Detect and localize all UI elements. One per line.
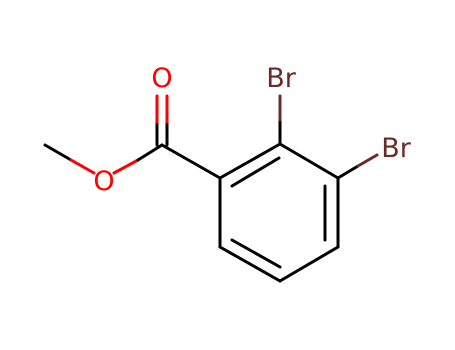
bromine-2-label: Br — [266, 63, 297, 94]
ring-bond-c1-c2 — [218, 142, 282, 180]
ring-bond-c2-c3 — [278, 142, 340, 180]
ester-oxygen-label: O — [93, 166, 114, 197]
ring-inner-bond-c1-c2 — [230, 156, 281, 188]
ring-bond-c4-c5 — [278, 245, 340, 283]
bond-ring-bromine-3-black — [336, 164, 360, 180]
bromine-3-label: Br — [381, 133, 412, 164]
bond-oxygen-carbonyl-black — [136, 143, 164, 162]
bond-carbonyl-ring — [160, 143, 222, 180]
bond-oxygen-carbonyl-red — [112, 158, 140, 175]
ring-inner-bond-c5-c6 — [230, 238, 282, 269]
bond-ring-bromine-3-brown — [356, 153, 379, 168]
bond-methyl-oxygen-black — [43, 143, 73, 162]
ring-bond-c5-c6 — [218, 245, 282, 283]
bond-methyl-oxygen-red — [69, 158, 96, 175]
carbonyl-oxygen-label: O — [151, 63, 172, 94]
